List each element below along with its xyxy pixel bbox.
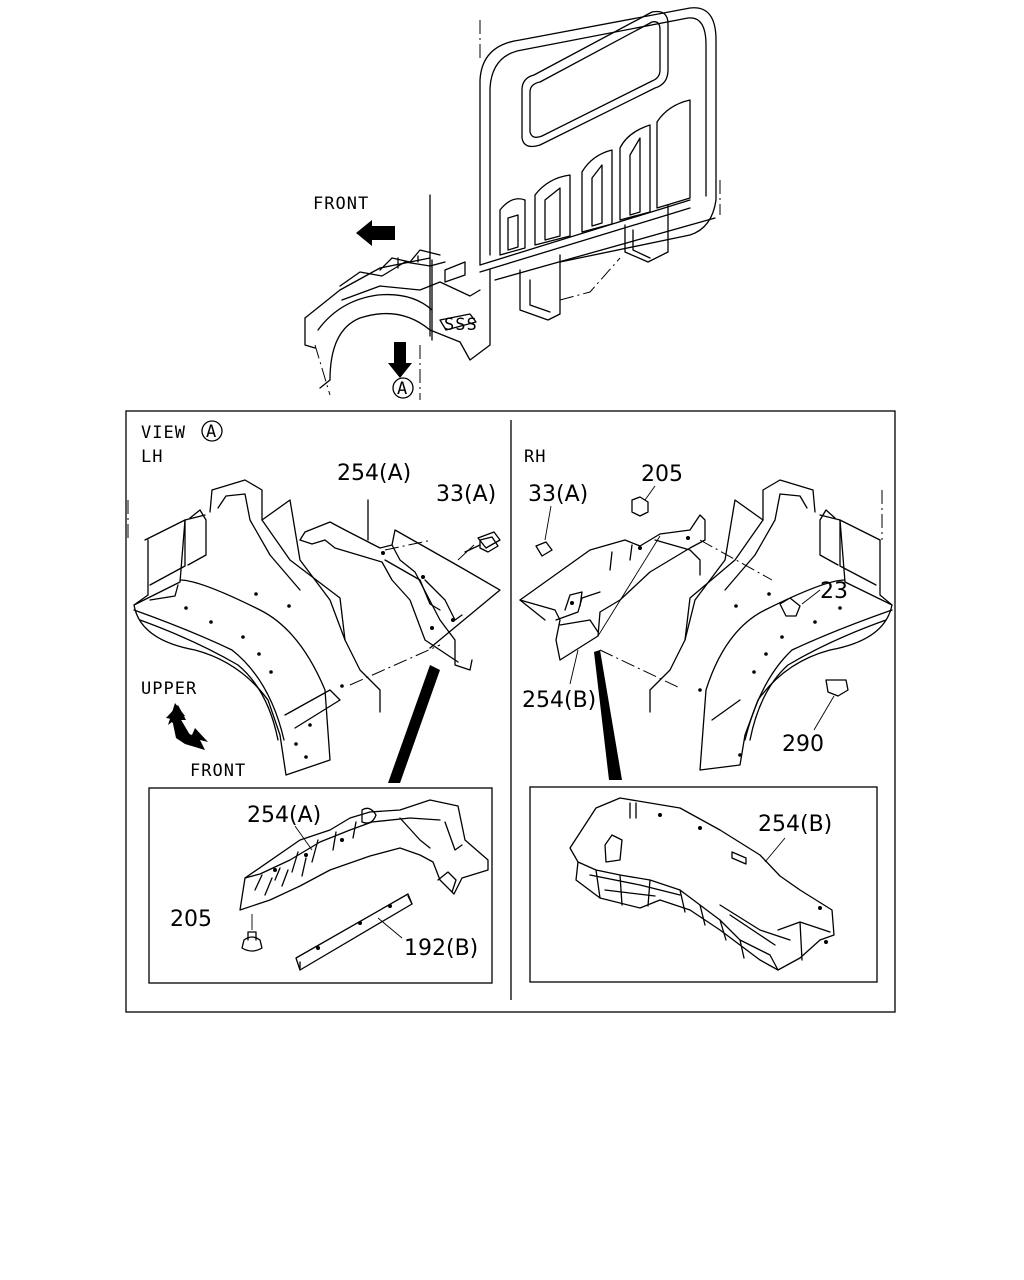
top-view-marker: A bbox=[397, 379, 408, 399]
lh-detail-clip-205-icon bbox=[241, 931, 263, 952]
lh-front-label: FRONT bbox=[190, 761, 246, 781]
rh-detail-254b-illustration bbox=[569, 797, 835, 971]
rh-detail-box bbox=[529, 786, 878, 983]
lh-detail-254a-illustration bbox=[239, 799, 489, 911]
view-a-circle-icon bbox=[392, 377, 414, 399]
rh-fender-illustration bbox=[599, 479, 893, 771]
upper-label: UPPER bbox=[141, 679, 197, 699]
rh-callout-33a: 33(A) bbox=[528, 482, 588, 507]
lh-side-label: LH bbox=[141, 447, 163, 467]
rh-detail-callout-254b: 254(B) bbox=[758, 812, 832, 837]
rh-callout-23: 23 bbox=[820, 579, 848, 604]
rh-leader-290 bbox=[813, 695, 835, 731]
lh-liner-254a-illustration bbox=[299, 499, 501, 671]
rh-detail-pointer bbox=[594, 650, 622, 780]
orientation-arrows-icon bbox=[166, 703, 208, 750]
lh-callout-254a: 254(A) bbox=[337, 461, 411, 486]
rh-leader-205 bbox=[644, 485, 656, 501]
diagram-frame bbox=[125, 410, 896, 1013]
view-marker-circle-icon bbox=[201, 420, 223, 442]
lh-leader-33a bbox=[457, 544, 475, 561]
lh-detail-box bbox=[148, 787, 493, 984]
rh-leader-254b bbox=[569, 649, 579, 685]
rh-side-label: RH bbox=[524, 447, 546, 467]
rh-liner-254b-illustration bbox=[519, 496, 849, 697]
lh-fender-illustration bbox=[127, 479, 441, 776]
rh-leader-23 bbox=[801, 589, 821, 605]
lh-detail-pointer bbox=[388, 665, 440, 783]
rh-callout-290: 290 bbox=[782, 732, 824, 757]
rh-detail-leader-254b bbox=[764, 837, 786, 863]
view-marker: A bbox=[206, 422, 217, 442]
lh-detail-192b-illustration bbox=[295, 893, 413, 971]
lh-detail-callout-205: 205 bbox=[170, 907, 212, 932]
svg-text:SSS: SSS bbox=[444, 315, 478, 335]
rh-callout-254b: 254(B) bbox=[522, 688, 596, 713]
view-label: VIEW bbox=[141, 423, 186, 443]
lh-detail-leader-192b bbox=[377, 917, 403, 939]
rh-leader-33a bbox=[544, 505, 552, 541]
front-arrow-icon bbox=[356, 220, 395, 246]
bolt-33a-lh-icon bbox=[477, 531, 501, 549]
lh-detail-leader-254a bbox=[294, 825, 313, 851]
lh-detail-callout-254a: 254(A) bbox=[247, 803, 321, 828]
view-a-arrow-icon bbox=[388, 342, 412, 378]
lh-callout-33a: 33(A) bbox=[436, 482, 496, 507]
lh-detail-callout-192b: 192(B) bbox=[404, 936, 478, 961]
top-front-label: FRONT bbox=[313, 194, 369, 214]
rh-callout-205: 205 bbox=[641, 462, 683, 487]
top-vehicle-illustration: SSS bbox=[304, 7, 721, 400]
